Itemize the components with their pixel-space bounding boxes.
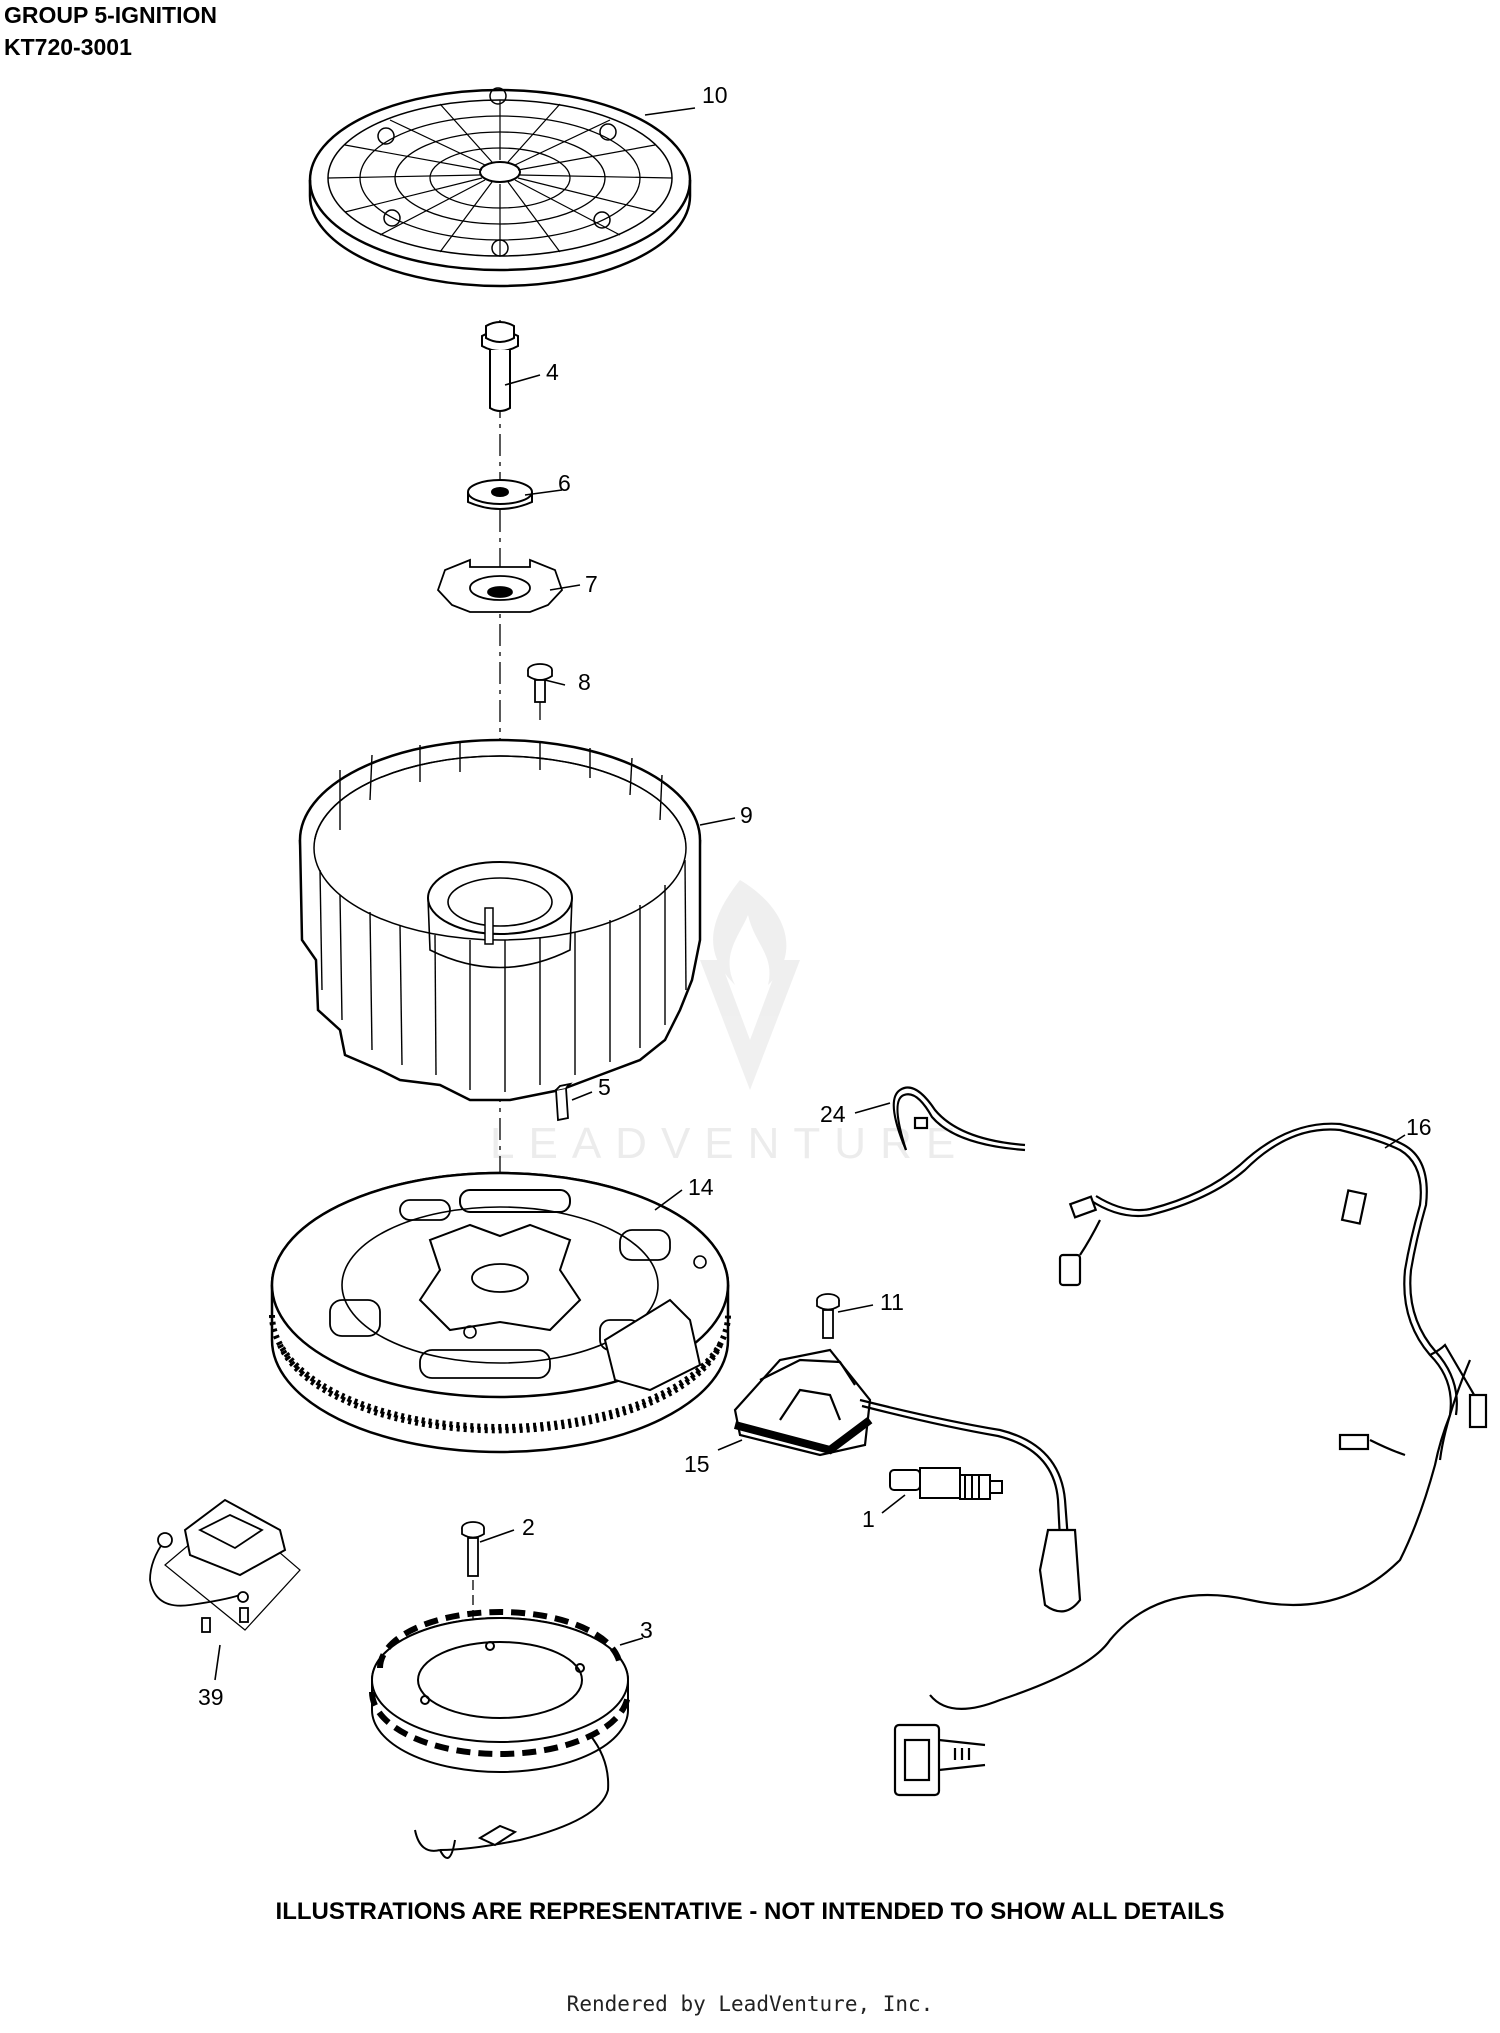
callout-39: 39 (198, 1684, 224, 1710)
part-spark-plug (889, 1467, 1003, 1500)
watermark-text: LEADVENTURE (490, 1119, 969, 1168)
callout-15: 15 (684, 1451, 710, 1477)
callout-9: 9 (740, 802, 753, 828)
part-washer (467, 479, 533, 510)
callout-10: 10 (702, 82, 728, 108)
part-stator (369, 1609, 631, 1859)
part-wiring-harness (893, 1122, 1488, 1797)
part-fan-screen (308, 87, 692, 288)
part-flywheel-bolt (481, 321, 519, 412)
part-screw-11 (816, 1293, 840, 1339)
callout-16: 16 (1406, 1114, 1432, 1140)
callout-24: 24 (820, 1101, 846, 1127)
part-cable-tie (892, 1086, 1026, 1152)
callout-7: 7 (585, 571, 598, 597)
part-flywheel-ring-gear (269, 1171, 731, 1454)
disclaimer-text: ILLUSTRATIONS ARE REPRESENTATIVE - NOT I… (275, 1898, 1225, 1925)
watermark-logo (700, 880, 800, 1090)
callout-6: 6 (558, 470, 571, 496)
callout-3: 3 (640, 1617, 653, 1643)
callout-1: 1 (862, 1506, 875, 1532)
part-key (555, 1082, 573, 1122)
callout-8: 8 (578, 669, 591, 695)
callout-14: 14 (688, 1174, 714, 1200)
part-screw-8 (527, 663, 553, 703)
leader-lines (214, 107, 1406, 1681)
part-screw-2 (461, 1521, 485, 1577)
callout-4: 4 (546, 359, 559, 385)
callout-11: 11 (880, 1289, 904, 1315)
diagram-group-title: GROUP 5-IGNITION (4, 2, 217, 28)
part-flywheel-fan (298, 738, 702, 1102)
callout-5: 5 (598, 1074, 611, 1100)
part-rectifier-kit (149, 1498, 301, 1633)
footer-credit: Rendered by LeadVenture, Inc. (566, 1992, 934, 2016)
part-retainer-plate (436, 558, 564, 613)
diagram-model-number: KT720-3001 (4, 34, 132, 60)
callout-2: 2 (522, 1514, 535, 1540)
part-ignition-module (733, 1348, 1082, 1613)
